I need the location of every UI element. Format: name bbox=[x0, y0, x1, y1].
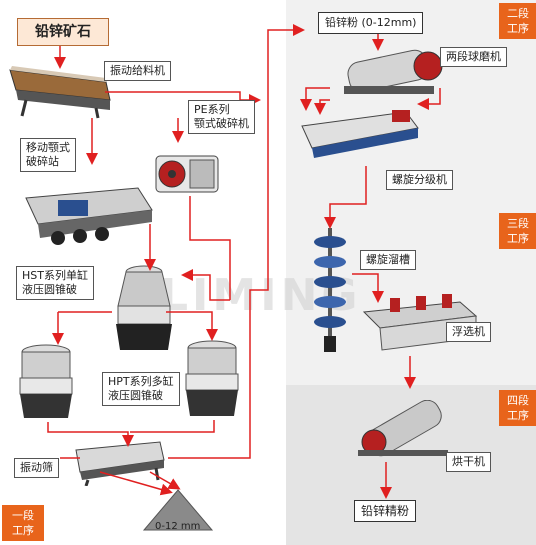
stage-badge-3: 三段 工序 bbox=[499, 213, 536, 249]
mobile-crushing-station-image bbox=[25, 187, 153, 245]
label-mobile-line2: 破碎站 bbox=[26, 155, 59, 168]
vibrating-feeder-image bbox=[9, 66, 111, 119]
label-pe-line2: 颚式破碎机 bbox=[194, 117, 249, 130]
label-hst-cone: HST系列单缸 液压圆锥破 bbox=[16, 266, 94, 300]
ball-mill-image bbox=[344, 49, 443, 94]
stage-4-line1: 四段 bbox=[507, 394, 529, 407]
stage-badge-4: 四段 工序 bbox=[499, 390, 536, 426]
output-powder: 铅锌粉 (0-12mm) bbox=[318, 12, 424, 34]
stage-4-line2: 工序 bbox=[507, 409, 529, 422]
spiral-classifier-image bbox=[301, 110, 419, 158]
label-hpt-line1: HPT系列多缸 bbox=[108, 375, 174, 388]
label-vibrating-feeder: 振动给料机 bbox=[104, 61, 171, 81]
hpt-cone-crusher-left-image bbox=[19, 344, 73, 418]
label-ball-mill: 两段球磨机 bbox=[440, 47, 507, 67]
label-pe-line1: PE系列 bbox=[194, 103, 230, 116]
pe-jaw-crusher-image bbox=[155, 155, 219, 193]
label-hpt-cone: HPT系列多缸 液压圆锥破 bbox=[102, 372, 180, 406]
dryer-image bbox=[358, 400, 448, 457]
label-hst-line1: HST系列单缸 bbox=[22, 269, 88, 282]
label-spiral-chute: 螺旋溜槽 bbox=[360, 250, 416, 270]
ore-title: 铅锌矿石 bbox=[17, 18, 109, 46]
label-hst-line2: 液压圆锥破 bbox=[22, 283, 77, 296]
output-pile-label: 0-12 mm bbox=[155, 521, 201, 532]
stage-3-line2: 工序 bbox=[507, 232, 529, 245]
stage-3-line1: 三段 bbox=[507, 217, 529, 230]
label-dryer: 烘干机 bbox=[446, 452, 491, 472]
spiral-chute-image bbox=[314, 228, 346, 352]
output-concentrate: 铅锌精粉 bbox=[354, 500, 417, 522]
label-classifier: 螺旋分级机 bbox=[386, 170, 453, 190]
stage-2-line1: 二段 bbox=[507, 7, 529, 20]
label-mobile-station: 移动颚式 破碎站 bbox=[20, 138, 76, 172]
output-pile-image bbox=[142, 489, 214, 531]
stage-badge-2: 二段 工序 bbox=[499, 3, 536, 39]
stage-2-line2: 工序 bbox=[507, 22, 529, 35]
label-mobile-line1: 移动颚式 bbox=[26, 141, 70, 154]
stage-1-line1: 一段 bbox=[12, 509, 34, 522]
label-pe-jaw-crusher: PE系列 颚式破碎机 bbox=[188, 100, 255, 134]
label-vibrating-screen: 振动筛 bbox=[14, 458, 59, 478]
label-hpt-line2: 液压圆锥破 bbox=[108, 389, 163, 402]
stage-1-line2: 工序 bbox=[12, 524, 34, 537]
stage-badge-1: 一段 工序 bbox=[2, 505, 44, 541]
hst-cone-crusher-image bbox=[116, 265, 172, 350]
hpt-cone-crusher-right-image bbox=[185, 340, 239, 416]
label-flotation: 浮选机 bbox=[446, 322, 491, 342]
